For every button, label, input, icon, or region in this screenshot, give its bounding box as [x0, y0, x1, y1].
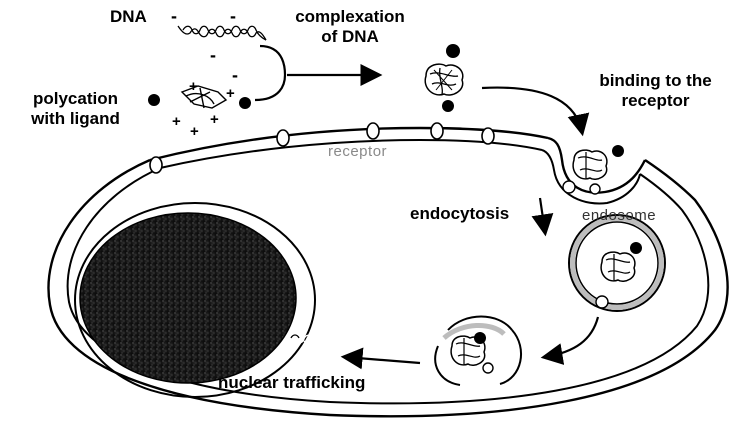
- arrow-endocytosis: [540, 198, 545, 232]
- charge-plus: +: [226, 84, 235, 104]
- charge-minus: -: [171, 6, 177, 26]
- label-complexation-line1: complexation: [285, 7, 415, 27]
- ligand-dot: [148, 94, 160, 106]
- label-complexation-line2: of DNA: [285, 27, 415, 47]
- label-nuclear-trafficking: nuclear trafficking: [218, 373, 365, 393]
- label-polycation: polycation with ligand: [18, 89, 133, 129]
- label-binding: binding to the receptor: [588, 71, 723, 111]
- endosomal-escape: [435, 317, 521, 386]
- label-endosome: endosome: [582, 207, 656, 225]
- nucleus: [75, 203, 315, 397]
- combine-bracket: [255, 46, 285, 100]
- charge-minus: -: [210, 45, 216, 65]
- label-receptor: receptor: [328, 143, 387, 161]
- label-dna: DNA: [110, 7, 147, 27]
- label-endocytosis: endocytosis: [410, 204, 509, 224]
- polyplex-complex: [425, 44, 463, 112]
- label-binding-line1: binding to the: [588, 71, 723, 91]
- dna-entering-nucleus: [286, 335, 330, 347]
- arrow-nuclear-trafficking: [345, 357, 420, 363]
- charge-minus: -: [230, 6, 236, 26]
- label-polycation-line2: with ligand: [18, 109, 133, 129]
- arrow-endosomal-escape: [545, 317, 598, 357]
- dna-helix: [178, 26, 266, 40]
- ligand-dot: [239, 97, 251, 109]
- label-binding-line2: receptor: [588, 91, 723, 111]
- endosome: [569, 215, 665, 311]
- charge-plus: +: [210, 110, 219, 130]
- charge-minus: -: [232, 65, 238, 85]
- arrow-binding: [482, 88, 582, 132]
- label-complexation: complexation of DNA: [285, 7, 415, 47]
- label-polycation-line1: polycation: [18, 89, 133, 109]
- charge-plus: +: [190, 122, 199, 142]
- charge-plus: +: [172, 112, 181, 132]
- bound-complex: [563, 145, 624, 194]
- charge-plus: +: [189, 77, 198, 97]
